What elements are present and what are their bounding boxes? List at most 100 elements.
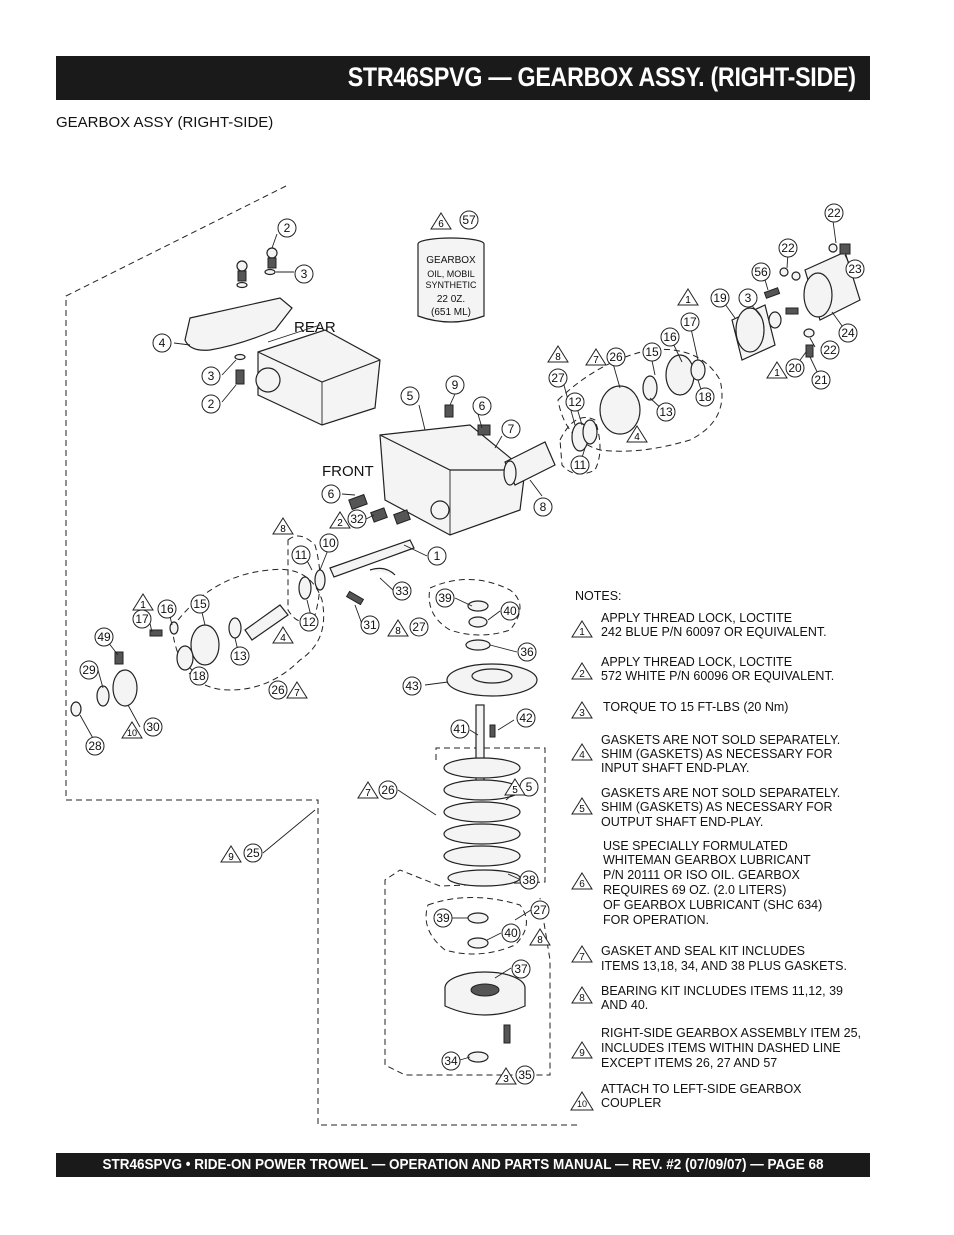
callout: 29	[79, 660, 99, 680]
svg-text:24: 24	[841, 326, 855, 340]
svg-text:10: 10	[577, 1099, 587, 1109]
can-label-3: SYNTHETIC	[425, 280, 477, 290]
svg-text:10: 10	[322, 536, 336, 550]
callout: 3	[201, 366, 221, 386]
callout: 34	[441, 1051, 461, 1071]
callout: 23	[845, 259, 865, 279]
top-cover	[184, 247, 293, 385]
callout: 40	[501, 923, 521, 943]
callout: 10	[319, 533, 339, 553]
note-1: 1 APPLY THREAD LOCK, LOCTITE 242 BLUE P/…	[571, 611, 827, 639]
svg-text:1: 1	[434, 549, 441, 563]
callout: 11	[570, 455, 590, 475]
callout: 5	[519, 777, 539, 797]
svg-text:17: 17	[683, 315, 697, 329]
callout: 27	[409, 617, 429, 637]
svg-text:3: 3	[503, 1074, 509, 1085]
svg-text:30: 30	[146, 720, 160, 734]
svg-text:EXCEPT ITEMS 26, 27 AND 57: EXCEPT ITEMS 26, 27 AND 57	[601, 1056, 777, 1070]
callout: 17	[132, 609, 152, 629]
svg-text:OF GEARBOX LUBRICANT (SHC 634): OF GEARBOX LUBRICANT (SHC 634)	[603, 898, 822, 912]
svg-text:572 WHITE P/N 60096 OR EQUIVAL: 572 WHITE P/N 60096 OR EQUIVALENT.	[601, 669, 834, 683]
svg-text:2: 2	[337, 518, 343, 529]
note-10: 10 ATTACH TO LEFT-SIDE GEARBOX COUPLER	[570, 1082, 802, 1111]
svg-text:7: 7	[579, 952, 585, 963]
bearing-group-upper	[428, 579, 521, 636]
callout: 57	[459, 210, 479, 230]
callout: 16	[660, 327, 680, 347]
note-4: 4 GASKETS ARE NOT SOLD SEPARATELY. SHIM …	[571, 733, 840, 775]
svg-text:9: 9	[579, 1048, 585, 1059]
svg-text:8: 8	[280, 524, 286, 535]
bearing-group-lower	[425, 897, 527, 955]
can-label-4: 22 0Z.	[437, 294, 465, 305]
bearing-group-left	[287, 535, 321, 622]
svg-text:42: 42	[519, 711, 533, 725]
callout: 22	[778, 238, 798, 258]
note-3: 3 TORQUE TO 15 FT-LBS (20 Nm)	[571, 700, 788, 719]
callout: 27	[548, 368, 568, 388]
svg-text:20: 20	[788, 361, 802, 375]
svg-text:INPUT SHAFT END-PLAY.: INPUT SHAFT END-PLAY.	[601, 761, 749, 775]
svg-text:26: 26	[609, 350, 623, 364]
callout: 39	[433, 908, 453, 928]
callout: 56	[751, 262, 771, 282]
svg-text:1: 1	[685, 295, 691, 306]
callout: 3	[294, 264, 314, 284]
svg-text:2: 2	[208, 397, 215, 411]
svg-text:11: 11	[295, 548, 308, 562]
callout: 49	[94, 627, 114, 647]
svg-text:ITEMS 13,18, 34, AND 38 PLUS: ITEMS 13,18, 34, AND 38 PLUS GASKETS.	[601, 959, 847, 973]
svg-text:56: 56	[754, 265, 768, 279]
callout: 5	[400, 386, 420, 406]
svg-text:25: 25	[246, 846, 260, 860]
callout: 3	[738, 288, 758, 308]
svg-text:26: 26	[381, 783, 395, 797]
svg-text:3: 3	[579, 708, 585, 719]
note-8: 8 BEARING KIT INCLUDES ITEMS 11,12, 39 A…	[571, 984, 843, 1012]
callout: 12	[299, 612, 319, 632]
callout: 19	[710, 288, 730, 308]
svg-text:FOR OPERATION.: FOR OPERATION.	[603, 913, 709, 927]
svg-text:3: 3	[208, 369, 215, 383]
notes-heading: NOTES:	[575, 589, 622, 603]
svg-text:APPLY THREAD LOCK, LOCTITE: APPLY THREAD LOCK, LOCTITE	[601, 655, 792, 669]
svg-text:6: 6	[579, 879, 585, 890]
callout: 13	[230, 646, 250, 666]
footer-text: STR46SPVG • RIDE-ON POWER TROWEL — OPERA…	[102, 1156, 824, 1173]
svg-text:6: 6	[438, 219, 444, 230]
callout: 37	[511, 959, 531, 979]
svg-text:P/N 20111 OR ISO OIL. GEARBOX: P/N 20111 OR ISO OIL. GEARBOX	[603, 868, 800, 882]
output-stack	[443, 600, 538, 1063]
svg-text:15: 15	[645, 345, 659, 359]
callout: 17	[680, 312, 700, 332]
worm-gear	[503, 441, 556, 486]
callout: 6	[472, 396, 492, 416]
svg-text:1: 1	[774, 368, 780, 379]
svg-text:ATTACH TO LEFT-SIDE GEARBOX: ATTACH TO LEFT-SIDE GEARBOX	[601, 1082, 802, 1096]
callout: 18	[189, 666, 209, 686]
svg-text:6: 6	[328, 487, 335, 501]
callout: 15	[642, 342, 662, 362]
svg-text:27: 27	[412, 620, 426, 634]
callout: 16	[157, 599, 177, 619]
svg-text:GASKETS ARE NOT SOLD SEPARATEL: GASKETS ARE NOT SOLD SEPARATELY.	[601, 786, 840, 800]
svg-text:11: 11	[574, 458, 587, 472]
callout: 33	[392, 581, 412, 601]
svg-text:4: 4	[280, 633, 286, 644]
svg-text:33: 33	[395, 584, 409, 598]
svg-text:36: 36	[520, 645, 534, 659]
callout: 42	[516, 708, 536, 728]
svg-text:9: 9	[452, 378, 459, 392]
svg-text:4: 4	[634, 432, 640, 443]
callout: 36	[517, 642, 537, 662]
can-label-5: (651 ML)	[431, 307, 471, 318]
callout: 15	[190, 594, 210, 614]
svg-text:7: 7	[294, 688, 300, 699]
callout: 28	[85, 736, 105, 756]
callout: 12	[565, 392, 585, 412]
svg-text:3: 3	[301, 267, 308, 281]
callout: 2	[201, 394, 221, 414]
svg-text:31: 31	[363, 618, 377, 632]
oil-can: GEARBOX OIL, MOBIL SYNTHETIC 22 0Z. (651…	[417, 237, 485, 323]
